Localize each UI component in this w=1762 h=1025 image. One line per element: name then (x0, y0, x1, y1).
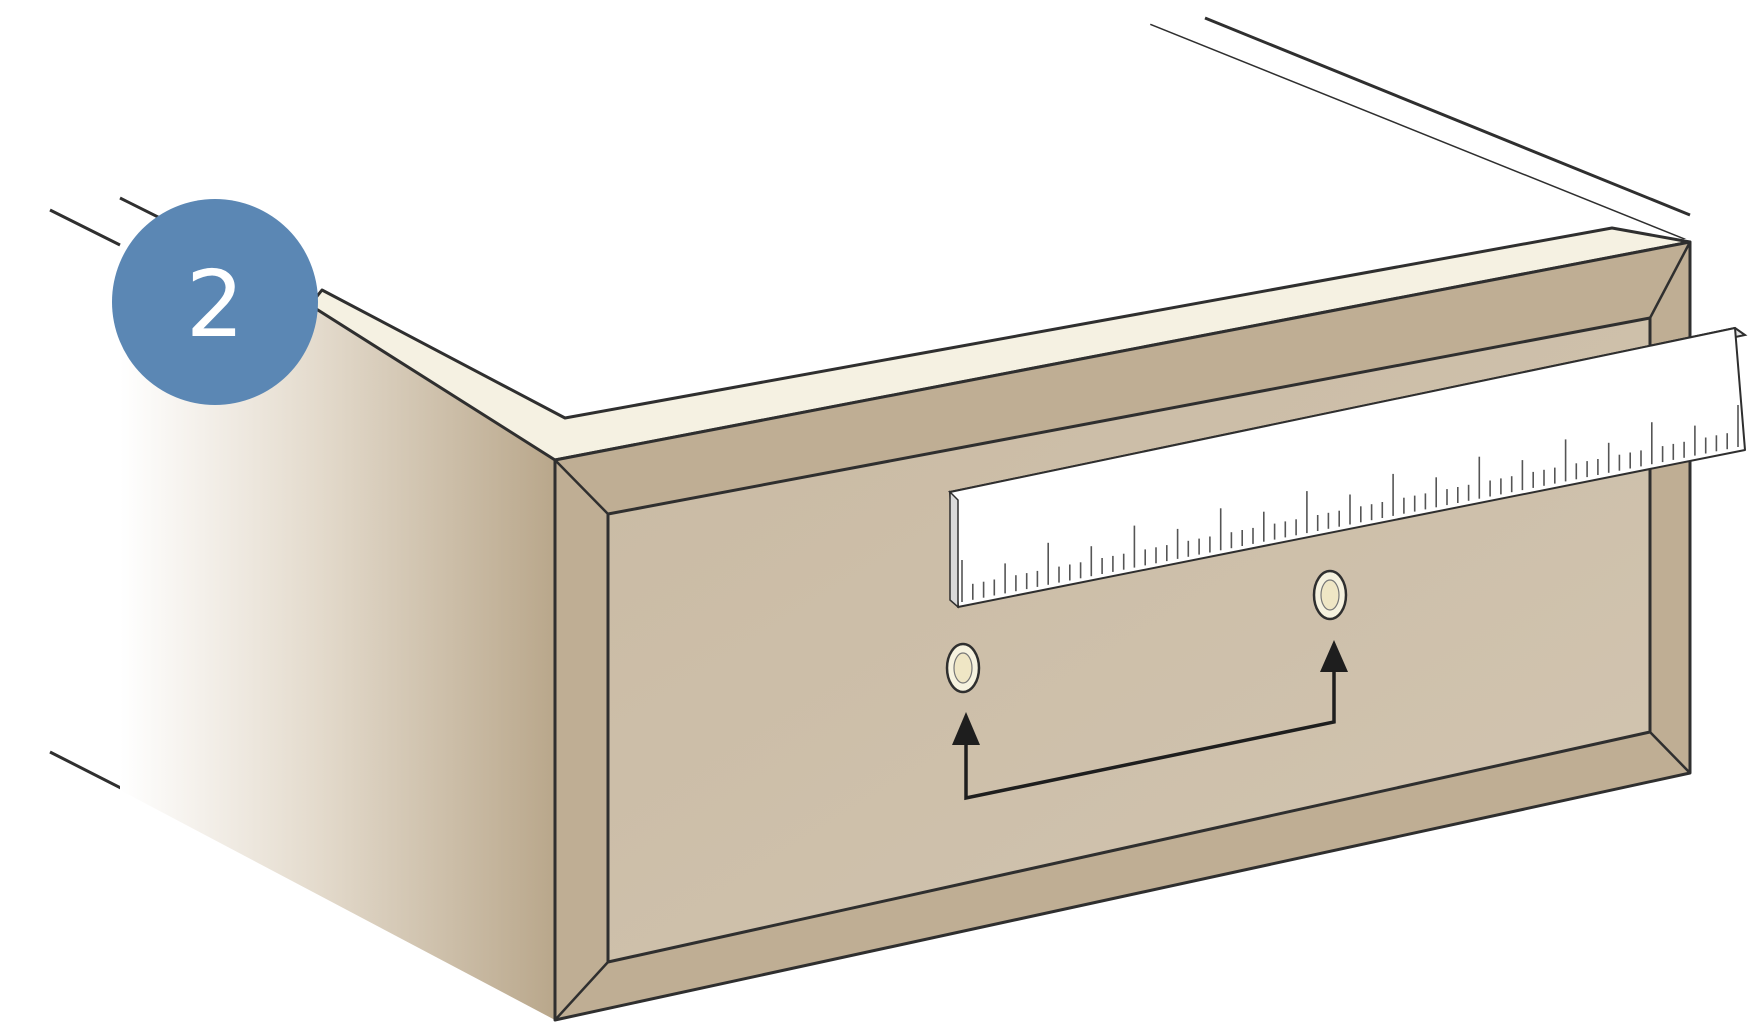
screw-hole-icon (945, 569, 1348, 694)
measure-arrow-icon (952, 640, 1348, 801)
ruler-ticks (961, 405, 1739, 602)
step-number: 2 (186, 251, 245, 358)
cabinet-top (310, 25, 1690, 460)
ruler-icon (947, 326, 1748, 609)
step-badge: 2 (112, 199, 318, 405)
step-badge-circle (112, 199, 318, 405)
drawer-bevel-lines (554, 241, 1692, 1021)
cabinet-side (120, 305, 555, 1020)
